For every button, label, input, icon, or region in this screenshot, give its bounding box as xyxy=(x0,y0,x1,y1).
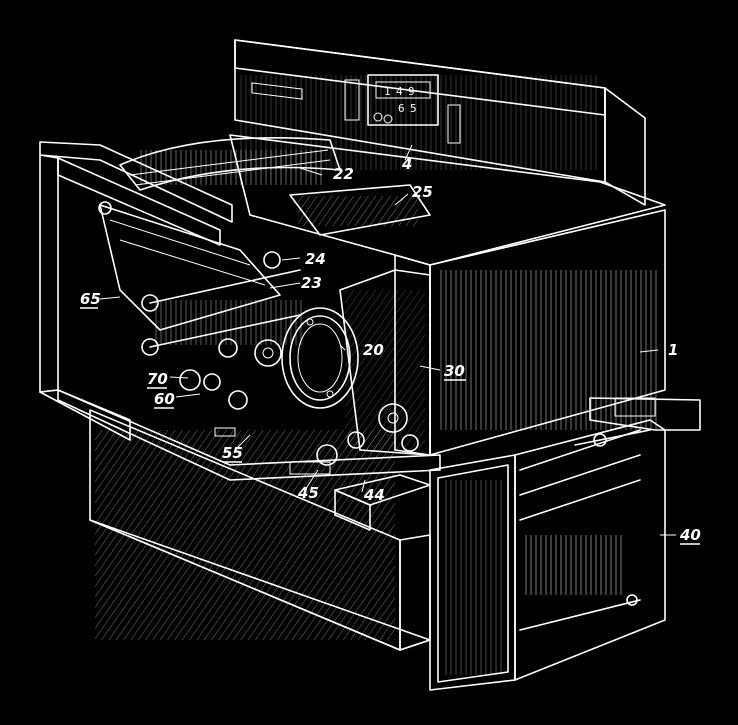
inner-side-wall xyxy=(339,269,431,456)
label-25: 25 xyxy=(412,183,433,201)
label-22: 22 xyxy=(333,165,354,183)
label-70: 70 xyxy=(147,370,168,388)
cabinet-body xyxy=(229,134,666,456)
upper-drum xyxy=(119,137,341,191)
label-1: 1 xyxy=(668,341,678,359)
label-40: 40 xyxy=(679,526,701,544)
label-45: 45 xyxy=(297,484,319,502)
label-44: 44 xyxy=(363,486,385,504)
label-20: 20 xyxy=(363,341,384,359)
machine-base xyxy=(89,409,431,651)
leader-lines xyxy=(99,144,676,536)
sorter-unit xyxy=(429,397,701,691)
label-55: 55 xyxy=(222,444,243,462)
drive-gears xyxy=(214,427,365,475)
label-24: 24 xyxy=(305,250,326,268)
label-30: 30 xyxy=(444,362,465,380)
label-4: 4 xyxy=(401,155,412,173)
label-23: 23 xyxy=(301,274,322,292)
document-cover xyxy=(289,184,431,236)
label-60: 60 xyxy=(154,390,175,408)
reference-labels: 4 22 25 24 23 65 20 1 30 70 60 55 45 44 … xyxy=(80,155,701,545)
internal-mechanism xyxy=(98,201,305,410)
label-65: 65 xyxy=(80,290,101,308)
